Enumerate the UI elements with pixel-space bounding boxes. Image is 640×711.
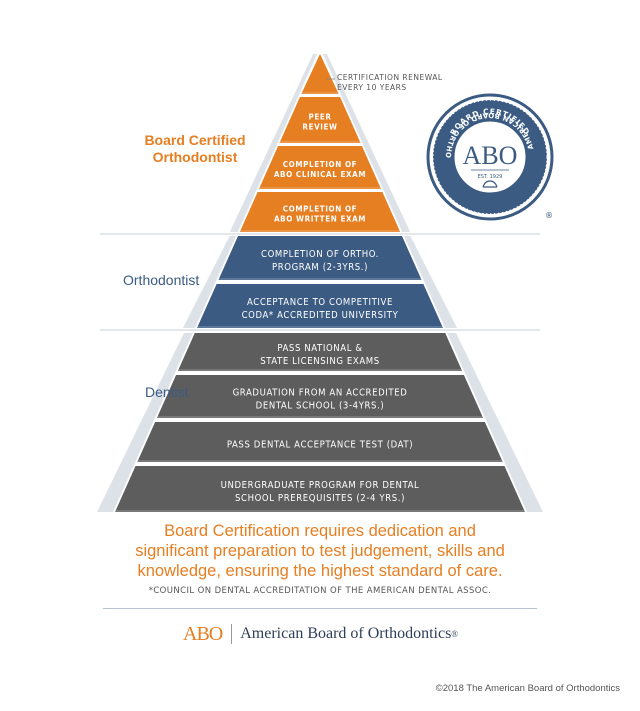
tier-block (301, 54, 339, 94)
pyramid-side-shade-left (97, 333, 193, 512)
tier-block (197, 284, 443, 328)
tier-label: GRADUATION FROM AN ACCREDITED (233, 388, 408, 399)
pyramid-side-shade-left (183, 236, 236, 328)
pyramid-tier: PASS NATIONAL & STATE LICENSING EXAMS (177, 333, 463, 371)
tier-label: COMPLETION OF (283, 160, 357, 169)
pyramid-side-shade-right (404, 236, 457, 328)
tier-label: COMPLETION OF (283, 205, 357, 214)
pyramid-tier: PASS DENTAL ACCEPTANCE TEST (DAT) (137, 422, 503, 462)
tier-label: ACCEPTANCE TO COMPETITIVE (247, 297, 393, 308)
dentist-label: Dentist (145, 384, 189, 400)
seal-inner-disc (453, 120, 527, 194)
brand-registered: ® (451, 629, 459, 639)
brand-separator (231, 624, 233, 644)
tier-block (137, 422, 503, 462)
tier-label: COMPLETION OF ORTHO. (261, 249, 379, 260)
divider (103, 608, 537, 609)
tagline: Board Certification requires dedication … (80, 521, 560, 581)
seal-abbr: ABO (463, 141, 518, 170)
tier-label: UNDERGRADUATE PROGRAM FOR DENTAL (221, 480, 420, 491)
tier-block (177, 333, 463, 371)
abo-seal-logo: BOARD CERTIFIED AMERICAN BOARD OF ORTHOD… (425, 92, 554, 221)
tier-block (156, 375, 484, 418)
certification-renewal-note: CERTIFICATION RENEWAL EVERY 10 YEARS (337, 73, 443, 93)
tier-label: REVIEW (302, 123, 337, 132)
copyright: ©2018 The American Board of Orthodontics (435, 683, 620, 694)
tier-label: SCHOOL PREREQUISITES (2-4 YRS.) (235, 493, 405, 504)
tier-block (239, 192, 401, 232)
board-certified-label: Board Certified Orthodontist (130, 132, 260, 166)
tier-label: DENTAL SCHOOL (3-4YRS.) (256, 401, 385, 412)
board-certified-label-line2: Orthodontist (152, 149, 238, 165)
tier-label: CODA* ACCREDITED UNIVERSITY (242, 310, 399, 321)
pyramid-tier (301, 54, 339, 94)
renewal-line1: CERTIFICATION RENEWAL (337, 73, 443, 82)
brand-mark: ABO (183, 622, 223, 645)
tier-label: PROGRAM (2-3YRS.) (272, 262, 368, 273)
coda-footnote: *COUNCIL ON DENTAL ACCREDITATION OF THE … (148, 586, 492, 596)
seal-registered: ® (545, 211, 553, 220)
brand-name: American Board of Orthodontics (240, 625, 452, 642)
pyramid-tier: GRADUATION FROM AN ACCREDITED DENTAL SCHO… (156, 375, 484, 418)
pyramid-tier: COMPLETION OF ORTHO. PROGRAM (2-3YRS.) (218, 236, 422, 280)
tier-label: ABO CLINICAL EXAM (274, 170, 366, 179)
pyramid-tier: UNDERGRADUATE PROGRAM FOR DENTAL SCHOOL P… (115, 466, 525, 512)
pyramid-side-shade-right (322, 54, 411, 232)
tier-block (218, 236, 422, 280)
tier-block (115, 466, 525, 512)
tier-label: PASS DENTAL ACCEPTANCE TEST (DAT) (227, 440, 413, 451)
tier-label: PEER (308, 113, 331, 122)
seal-est: EST. 1929 (478, 174, 503, 180)
pyramid-side-shade-left (229, 54, 318, 232)
tagline-line2: significant preparation to test judgemen… (135, 542, 505, 560)
board-certified-label-line1: Board Certified (144, 132, 246, 148)
renewal-line2: EVERY 10 YEARS (337, 83, 407, 92)
tier-label: ABO WRITTEN EXAM (274, 215, 366, 224)
tier-label: PASS NATIONAL & (277, 343, 362, 354)
tier-block (279, 97, 361, 143)
pyramid-tier: ACCEPTANCE TO COMPETITIVE CODA* ACCREDITE… (197, 284, 443, 328)
pyramid-side-shade-right (447, 333, 543, 512)
orthodontist-label: Orthodontist (123, 272, 200, 288)
tier-label: STATE LICENSING EXAMS (260, 356, 380, 367)
tagline-line1: Board Certification requires dedication … (164, 522, 476, 540)
abo-brand-logo: ABO American Board of Orthodontics ® (183, 623, 458, 645)
tagline-line3: knowledge, ensuring the highest standard… (137, 562, 503, 580)
seal-tooth-icon (482, 180, 498, 188)
tier-block (258, 146, 382, 189)
